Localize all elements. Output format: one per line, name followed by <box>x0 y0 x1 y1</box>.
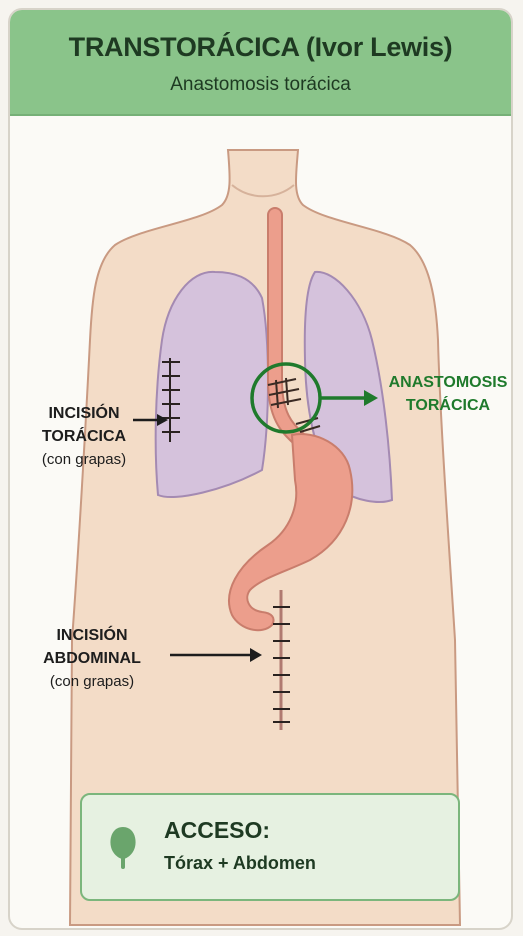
access-value: Tórax + Abdomen <box>164 853 316 874</box>
leaf-icon <box>108 825 138 869</box>
anastomosis-label: ANASTOMOSIS TORÁCICA <box>378 371 518 417</box>
access-info-box: ACCESO: Tórax + Abdomen <box>80 793 460 901</box>
access-title: ACCESO: <box>164 817 270 844</box>
thoracic-incision-label: INCISIÓN TORÁCICA (con grapas) <box>24 402 144 471</box>
abdominal-incision-label: INCISIÓN ABDOMINAL (con grapas) <box>22 624 162 693</box>
left-lung <box>156 272 268 497</box>
